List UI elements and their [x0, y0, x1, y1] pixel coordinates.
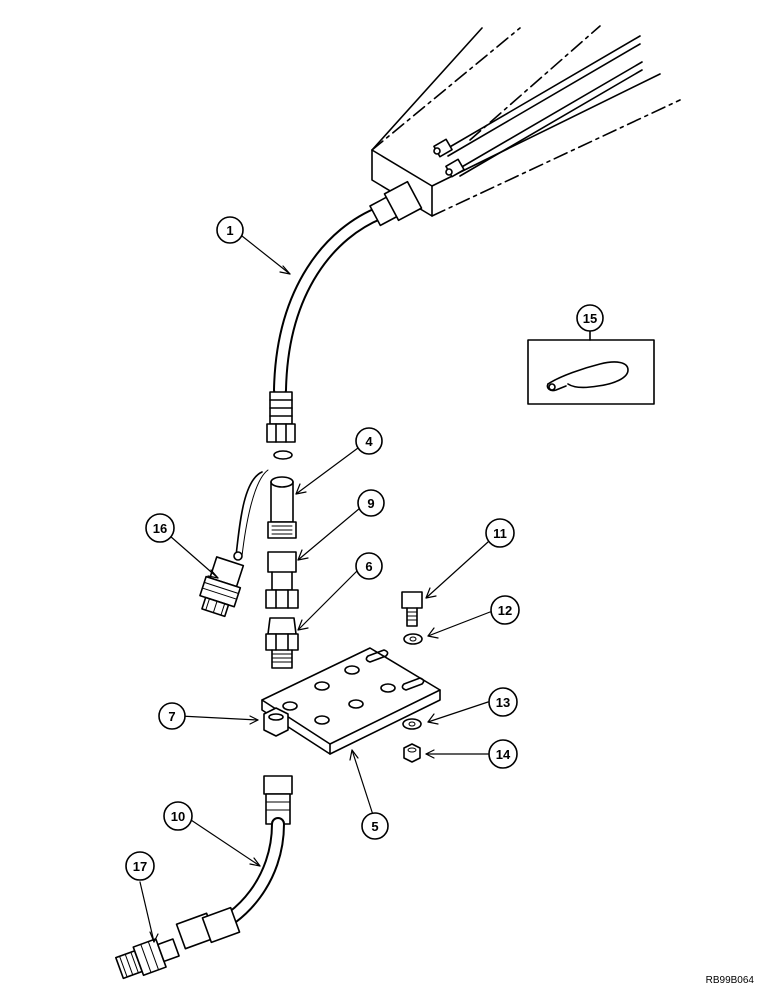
part-14-nut: [403, 743, 421, 763]
callout-4-label: 4: [365, 434, 373, 449]
callout-6-label: 6: [365, 559, 372, 574]
part-12-washer: [403, 633, 423, 645]
o-ring: [273, 450, 293, 460]
callout-1: 1: [216, 216, 244, 244]
callout-16: 16: [145, 513, 175, 543]
callout-7: 7: [158, 702, 186, 730]
hose-upper: [266, 180, 423, 443]
callout-10-label: 10: [171, 809, 185, 824]
callout-5: 5: [361, 812, 389, 840]
callout-11: 11: [485, 518, 515, 548]
part-11-bolt: [401, 591, 423, 627]
callout-17-label: 17: [133, 859, 147, 874]
callout-15-label: 15: [583, 311, 597, 326]
callout-7-label: 7: [168, 709, 175, 724]
callout-12-label: 12: [498, 603, 512, 618]
part-7-nut: [263, 707, 289, 737]
part-13-washer: [402, 718, 422, 730]
part-5-plate: [261, 647, 441, 755]
chute-assembly: [371, 25, 681, 217]
leader-lines: [139, 235, 491, 943]
callout-16-label: 16: [153, 521, 167, 536]
callout-11-label: 11: [493, 526, 507, 541]
part-9-coupler: [265, 551, 299, 609]
reference-code: RB99B064: [705, 975, 754, 986]
part-16-quick-coupler: [199, 469, 269, 618]
part-4-sleeve: [267, 476, 297, 539]
part-10-hose-lower: [175, 775, 293, 950]
callout-15: 15: [576, 304, 604, 332]
callout-13-label: 13: [496, 695, 510, 710]
part-6-adapter: [265, 617, 299, 669]
callout-4: 4: [355, 427, 383, 455]
callout-12: 12: [490, 595, 520, 625]
callout-1-label: 1: [226, 223, 233, 238]
callout-13: 13: [488, 687, 518, 717]
callout-6: 6: [355, 552, 383, 580]
callout-17: 17: [125, 851, 155, 881]
part-17-fitting: [115, 938, 180, 980]
callout-5-label: 5: [371, 819, 378, 834]
callout-9-label: 9: [367, 496, 374, 511]
callout-14-label: 14: [496, 747, 511, 762]
part-15-clamp-box: [527, 329, 655, 405]
callout-9: 9: [357, 489, 385, 517]
callout-10: 10: [163, 801, 193, 831]
callout-14: 14: [488, 739, 518, 769]
